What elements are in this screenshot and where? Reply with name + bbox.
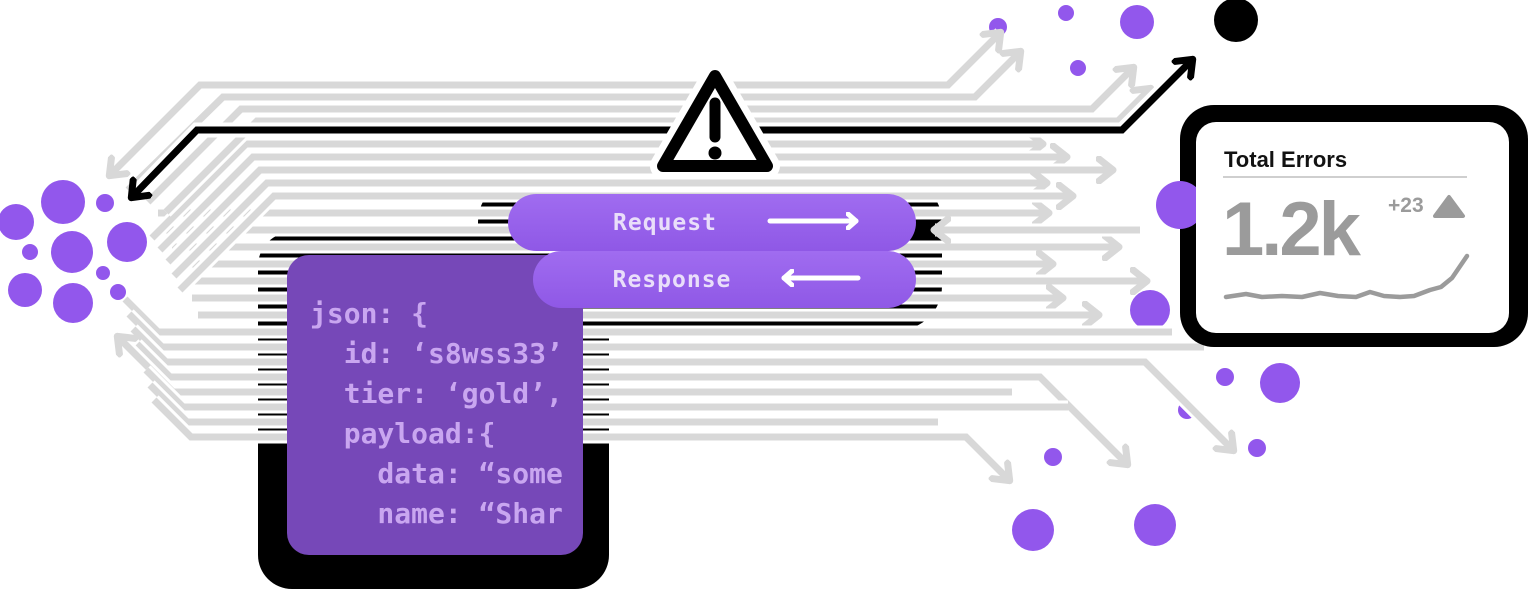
code-block: json: { id: ‘s8wss33’ tier: ‘gold’, payl…	[287, 255, 583, 555]
stat-delta: +23	[1388, 194, 1424, 217]
code-line: name: “Shar	[310, 497, 563, 530]
purple-dot	[1260, 363, 1300, 403]
purple-dot	[96, 194, 114, 212]
code-line: id: ‘s8wss33’	[310, 337, 563, 370]
purple-dot	[1070, 60, 1086, 76]
card-title: Total Errors	[1224, 147, 1347, 172]
purple-dot	[1216, 368, 1234, 386]
alert-triangle-icon	[650, 63, 780, 179]
purple-dot	[22, 244, 38, 260]
code-line: json: {	[310, 297, 428, 330]
flow-line	[147, 382, 938, 426]
purple-dot	[1248, 439, 1266, 457]
purple-dot	[110, 284, 126, 300]
purple-dot	[1156, 181, 1204, 229]
purple-dot	[53, 283, 93, 323]
card-panel	[1196, 122, 1509, 333]
purple-dot	[96, 266, 110, 280]
response-pill-label: Response	[613, 267, 732, 293]
stat-value: 1.2k	[1222, 187, 1362, 272]
triangle-up-icon	[1433, 195, 1465, 218]
code-line: data: “some	[310, 457, 563, 490]
request-pill-label: Request	[613, 210, 717, 236]
response-pill: Response	[533, 251, 916, 308]
purple-dot	[51, 231, 93, 273]
flow-line	[126, 311, 1204, 351]
flow-line	[134, 341, 1127, 464]
purple-dot	[1058, 5, 1074, 21]
purple-dot	[0, 204, 34, 240]
flow-line-highlight	[132, 60, 1192, 197]
purple-dot	[8, 273, 42, 307]
code-line: tier: ‘gold’,	[310, 377, 563, 410]
request-pill: Request	[508, 194, 916, 251]
purple-dot	[1120, 5, 1154, 39]
purple-dot	[1130, 290, 1170, 330]
purple-dot	[1012, 509, 1054, 551]
purple-dot	[107, 222, 147, 262]
purple-dot	[41, 180, 85, 224]
purple-dot	[1134, 504, 1176, 546]
code-line: payload:{	[310, 417, 495, 450]
flow-line	[143, 367, 1068, 411]
code-block-panel	[287, 255, 583, 555]
flow-line	[130, 326, 1233, 450]
dot-cluster-left	[0, 180, 147, 323]
purple-dot	[1044, 448, 1062, 466]
total-errors-card: Total Errors 1.2k +23	[1156, 105, 1528, 347]
black-dot	[1214, 0, 1258, 42]
flow-line	[122, 296, 1172, 336]
sparkline	[1223, 253, 1470, 300]
